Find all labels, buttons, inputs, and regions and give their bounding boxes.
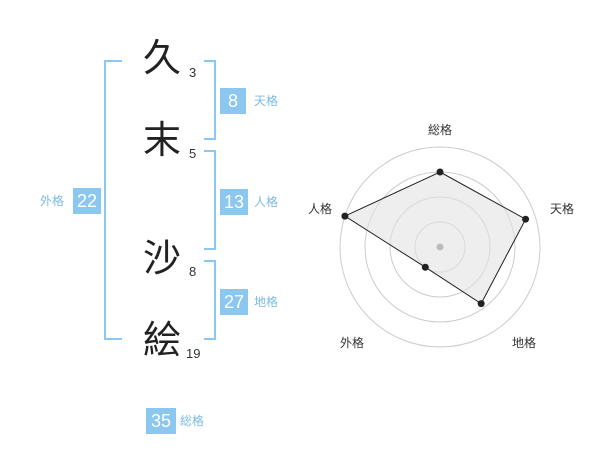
jinkaku-label: 人格	[254, 195, 279, 209]
tenkaku-bracket	[204, 60, 216, 140]
radar-point	[477, 300, 485, 308]
radar-center-dot	[436, 243, 444, 251]
soukaku-label: 総格	[180, 414, 205, 428]
radar-label-gaikaku: 外格	[340, 335, 364, 350]
stroke-count-1: 3	[189, 65, 197, 80]
jinkaku-badge: 13	[220, 189, 248, 215]
radar-point	[421, 263, 429, 271]
soukaku-badge: 35	[146, 408, 176, 434]
tenkaku-badge: 8	[220, 88, 246, 114]
jinkaku-bracket	[204, 150, 216, 250]
chikaku-label: 地格	[254, 295, 279, 309]
chikaku-badge: 27	[220, 289, 248, 315]
radar-label-tenkaku: 天格	[550, 201, 574, 216]
name-char-1: 久	[142, 36, 181, 80]
name-char-3: 沙	[142, 236, 181, 280]
name-char-2: 末	[142, 118, 181, 162]
chikaku-bracket	[204, 260, 216, 340]
tenkaku-label: 天格	[254, 94, 279, 108]
radar-label-soukaku: 総格	[428, 122, 452, 137]
gaikaku-bracket	[104, 60, 122, 340]
radar-ring	[339, 146, 541, 348]
stroke-count-4: 19	[186, 346, 201, 361]
stroke-count-2: 5	[189, 146, 197, 161]
radar-polygon	[343, 171, 527, 305]
radar-label-chikaku: 地格	[512, 335, 536, 350]
name-char-4: 絵	[142, 318, 181, 362]
radar-point	[341, 212, 349, 220]
radar-points	[341, 168, 530, 308]
radar-label-jinkaku: 人格	[308, 201, 332, 216]
radar-point	[522, 215, 530, 223]
stroke-count-3: 8	[189, 264, 197, 279]
radar-point	[436, 168, 444, 176]
gaikaku-badge: 22	[73, 188, 101, 214]
gaikaku-label: 外格	[40, 194, 65, 208]
